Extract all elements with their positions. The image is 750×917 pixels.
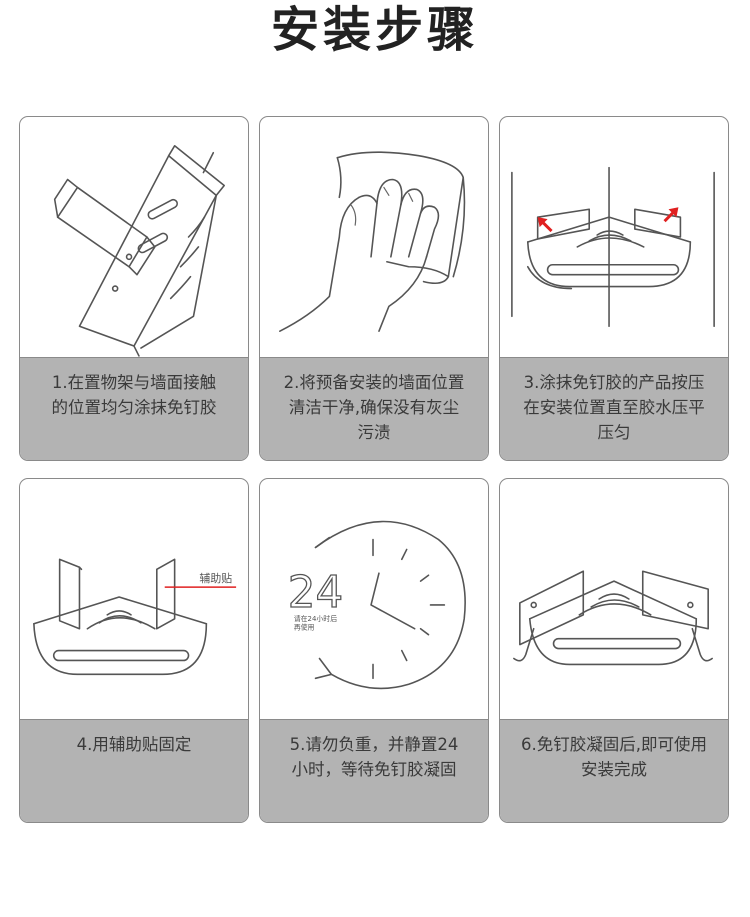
step-4-caption: 4.用辅助贴固定 — [20, 719, 248, 822]
step-2-line-1: 2.将预备安装的墙面位置 — [283, 373, 465, 392]
step-4-illustration: 辅助贴 — [20, 479, 248, 719]
step-1-line-2: 的位置均匀涂抹免钉胶 — [51, 398, 217, 417]
step-6-line-1: 6.免钉胶凝固后,即可使用 — [521, 735, 707, 754]
step-1-illustration — [20, 117, 248, 357]
step-2-line-3: 污渍 — [357, 423, 391, 442]
step-5-caption: 5.请勿负重，并静置24 小时，等待免钉胶凝固 — [260, 719, 488, 822]
step-2-line-2: 清洁干净,确保没有灰尘 — [288, 398, 460, 417]
step-3-illustration — [500, 117, 728, 357]
step-card-6: 6.免钉胶凝固后,即可使用 安装完成 — [499, 478, 729, 823]
step-card-1: 1.在置物架与墙面接触 的位置均匀涂抹免钉胶 — [19, 116, 249, 461]
step-6-caption: 6.免钉胶凝固后,即可使用 安装完成 — [500, 719, 728, 822]
step-card-5: 24 请在24小时后 再使用 5.请勿负重，并静置24 小时，等待免钉胶凝固 — [259, 478, 489, 823]
step-1-line-1: 1.在置物架与墙面接触 — [51, 373, 217, 392]
step-card-2: 2.将预备安装的墙面位置 清洁干净,确保没有灰尘 污渍 — [259, 116, 489, 461]
step-2-illustration — [260, 117, 488, 357]
step-6-line-2: 安装完成 — [581, 760, 647, 779]
step-3-line-3: 压匀 — [597, 423, 631, 442]
clock-note-1: 请在24小时后 — [294, 614, 337, 623]
step-5-illustration: 24 请在24小时后 再使用 — [260, 479, 488, 719]
step-3-line-2: 在安装位置直至胶水压平 — [523, 398, 705, 417]
clock-note-2: 再使用 — [294, 623, 315, 632]
step-3-caption: 3.涂抹免钉胶的产品按压 在安装位置直至胶水压平 压匀 — [500, 357, 728, 460]
step-4-line-1: 4.用辅助贴固定 — [76, 735, 192, 754]
step-5-line-2: 小时，等待免钉胶凝固 — [291, 760, 457, 779]
step-card-3: 3.涂抹免钉胶的产品按压 在安装位置直至胶水压平 压匀 — [499, 116, 729, 461]
page-title: 安装步骤 — [270, 2, 479, 58]
step-1-caption: 1.在置物架与墙面接触 的位置均匀涂抹免钉胶 — [20, 357, 248, 460]
step-5-line-1: 5.请勿负重，并静置24 — [289, 735, 459, 754]
step-card-4: 辅助贴 4.用辅助贴固定 — [19, 478, 249, 823]
aux-sticker-label: 辅助贴 — [199, 571, 232, 585]
clock-number: 24 — [288, 568, 344, 618]
step-3-line-1: 3.涂抹免钉胶的产品按压 — [523, 373, 705, 392]
step-6-illustration — [500, 479, 728, 719]
step-2-caption: 2.将预备安装的墙面位置 清洁干净,确保没有灰尘 污渍 — [260, 357, 488, 460]
